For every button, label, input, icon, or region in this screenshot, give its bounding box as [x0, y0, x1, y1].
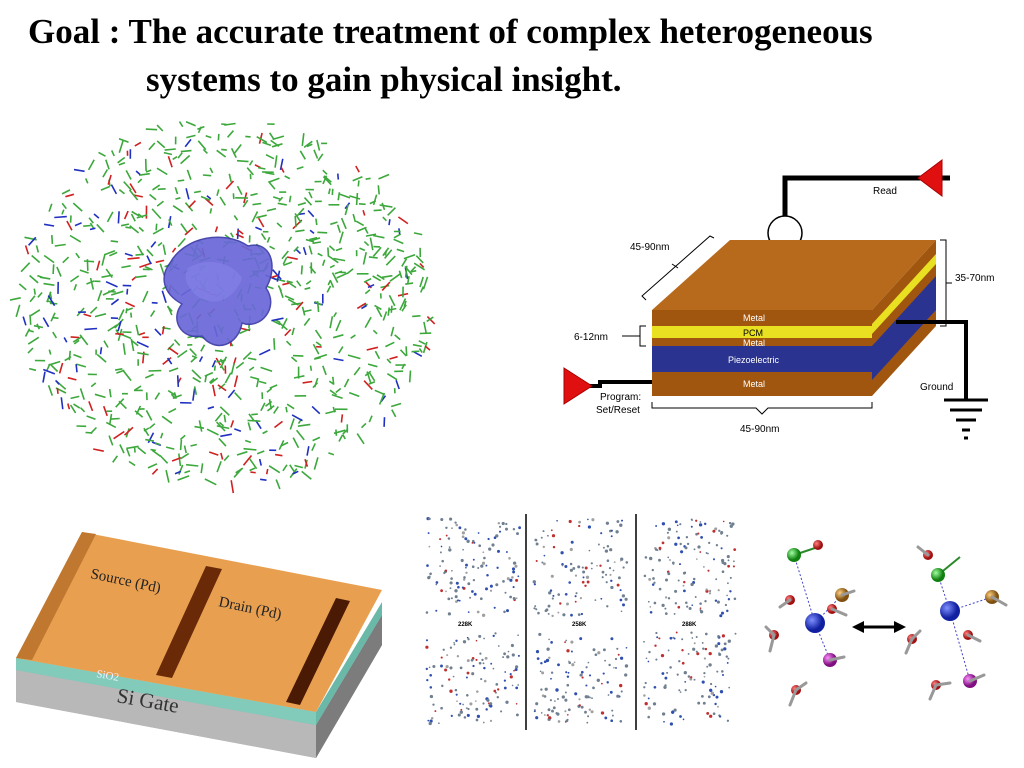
program-line	[563, 367, 652, 405]
program-label-line2: Set/Reset	[596, 405, 640, 416]
program-label-line1: Program:	[600, 392, 641, 403]
transistor-device-image: Source (Pd) Drain (Pd) SiO2 Si Gate	[16, 520, 396, 760]
temperature-label-2: 258K	[572, 622, 587, 628]
ion-cluster-image	[760, 535, 1022, 725]
layer-label-pcm: PCM	[743, 328, 763, 338]
si-gate-layer	[16, 615, 382, 758]
layer-label-piezoelectric: Piezoelectric	[728, 355, 780, 365]
ground-label: Ground	[920, 382, 953, 393]
layer-label-metal-top: Metal	[743, 313, 765, 323]
protein-ligand-blob	[163, 236, 273, 347]
read-label: Read	[873, 186, 897, 197]
dimension-top: 45-90nm	[630, 242, 669, 253]
double-arrow	[852, 621, 906, 633]
dimension-left: 6-12nm	[574, 332, 608, 343]
temperature-label-3: 288K	[682, 622, 697, 628]
molecule-cloud	[425, 516, 737, 726]
protein-structure-image	[10, 118, 450, 498]
slide-title: Goal : The accurate treatment of complex…	[28, 8, 1008, 104]
cluster-left	[764, 540, 856, 707]
device-stack	[652, 240, 936, 396]
pcm-device-diagram: Read Metal PCM Metal Piezoelectric Metal	[560, 150, 1010, 450]
cluster-right	[904, 545, 1008, 701]
dimension-right: 35-70nm	[955, 273, 994, 284]
sio2-layer	[16, 602, 382, 725]
sio2-label: SiO2	[95, 668, 119, 684]
dimension-brackets	[622, 235, 952, 415]
gold-surface	[16, 532, 382, 712]
temperature-label-1: 228K	[458, 622, 473, 628]
title-line-2: systems to gain physical insight.	[146, 60, 622, 99]
channel-trenches	[156, 566, 350, 705]
md-snapshots-image: 228K 258K 288K	[420, 512, 742, 732]
layer-label-metal-mid: Metal	[743, 338, 765, 348]
dimension-bottom: 45-90nm	[740, 424, 779, 435]
ground-symbol	[896, 320, 988, 440]
title-line-1: Goal : The accurate treatment of complex…	[28, 12, 873, 51]
layer-label-metal-bottom: Metal	[743, 379, 765, 389]
